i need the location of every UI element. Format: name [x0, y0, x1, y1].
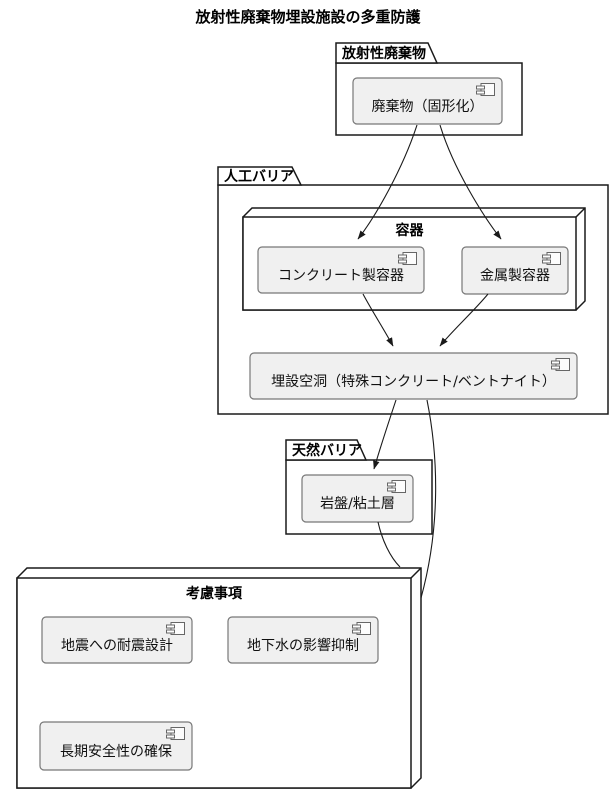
component-rock-clay [301, 474, 414, 523]
package-label-radioactive-waste: 放射性廃棄物 [342, 46, 426, 62]
component-label-groundwater-control: 地下水の影響抑制 [247, 637, 359, 654]
node-label-considerations: 考慮事項 [186, 586, 242, 602]
component-label-longterm-safety: 長期安全性の確保 [60, 743, 172, 760]
component-longterm-safety [39, 721, 193, 771]
component-metal-container [461, 246, 569, 295]
component-label-burial-cavity: 埋設空洞（特殊コンクリート/ベントナイト） [271, 373, 556, 390]
component-waste [352, 77, 503, 125]
edge-waste-to-metal [439, 124, 502, 240]
package-label-artificial-barrier: 人工バリア [224, 169, 294, 185]
package-tab [217, 166, 303, 186]
edge-metal-to-cavity [439, 293, 489, 347]
edge-cavity-to-considerations [420, 399, 437, 599]
edge-waste-to-concrete [357, 124, 418, 240]
diagram-title: 放射性廃棄物埋設施設の多重防護 [195, 8, 421, 26]
component-groundwater-control [227, 616, 379, 664]
component-label-metal-container: 金属製容器 [480, 268, 550, 284]
component-label-rock-clay: 岩盤/粘土層 [320, 496, 395, 512]
component-label-earthquake-design: 地震への耐震設計 [61, 637, 173, 654]
component-label-concrete-container: コンクリート製容器 [278, 267, 404, 284]
component-label-waste: 廃棄物（固形化） [371, 98, 484, 115]
component-concrete-container [257, 246, 425, 294]
node-label-container: 容器 [395, 223, 424, 239]
component-burial-cavity [249, 352, 578, 400]
package-tab [335, 42, 439, 64]
edge-concrete-to-cavity [362, 293, 394, 347]
package-tab [285, 439, 368, 461]
component-earthquake-design [41, 616, 193, 664]
package-label-natural-barrier: 天然バリア [292, 443, 362, 459]
edge-cavity-to-rock [373, 399, 397, 470]
edge-rock-to-considerations [377, 521, 401, 568]
